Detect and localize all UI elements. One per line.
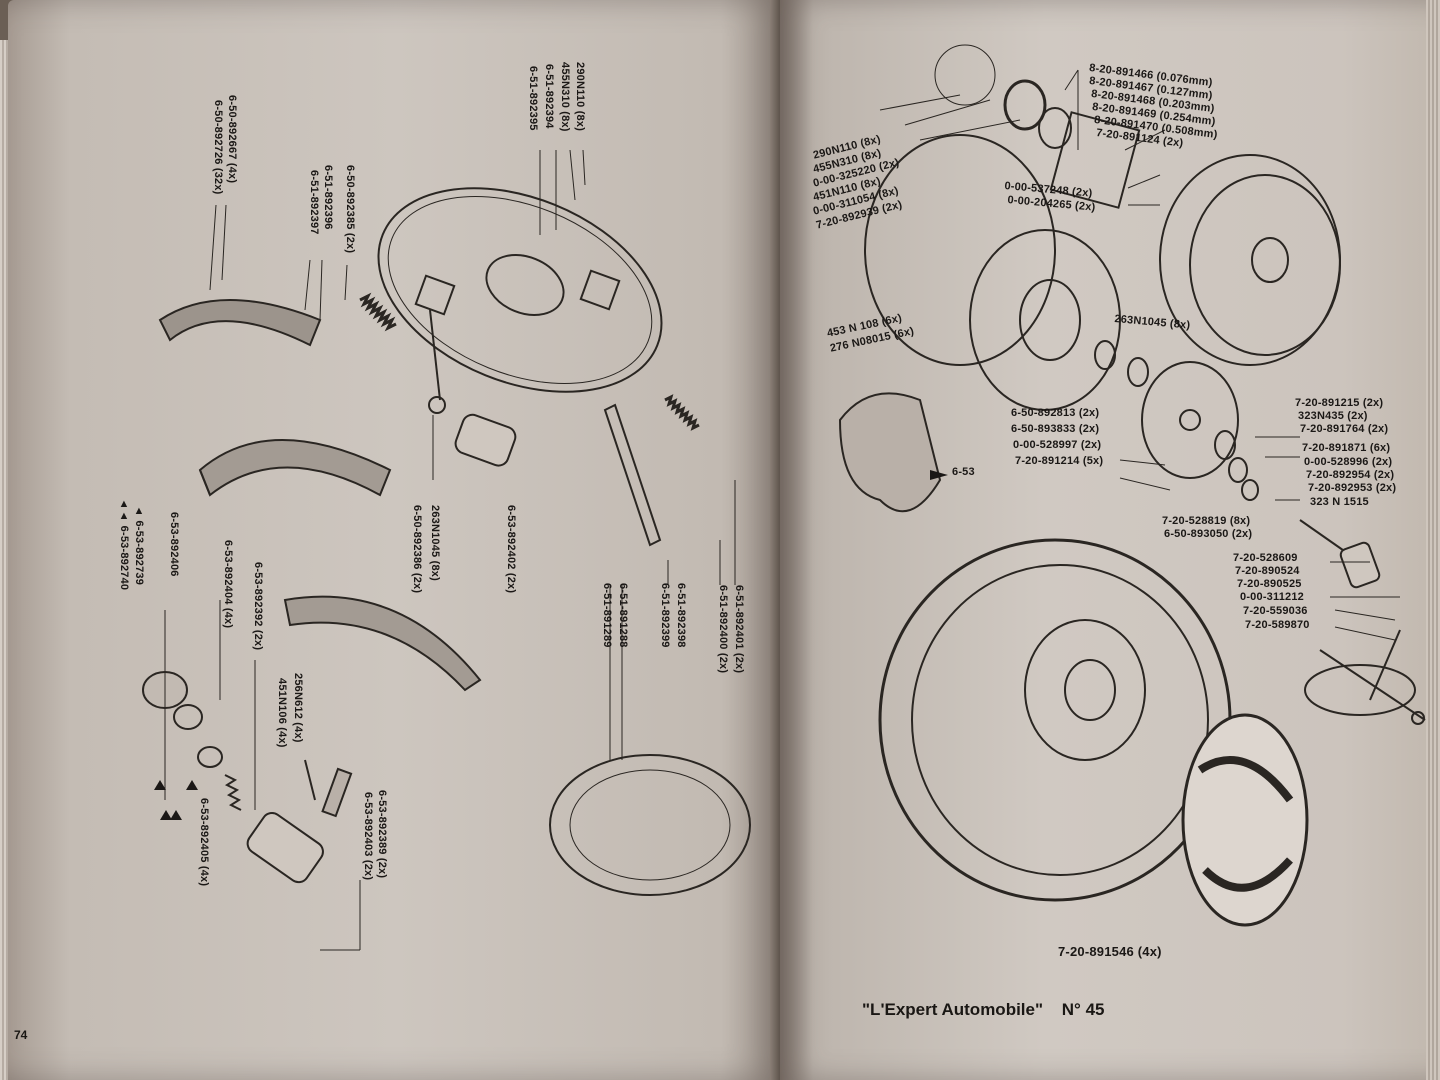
part-label: 7-20-891871 (6x) [1302, 442, 1391, 454]
brake-caliper-drawing [838, 392, 942, 513]
part-label: 6-51-892398 [675, 583, 687, 648]
wheel-cylinder-drawing [454, 413, 517, 467]
part-label: ▲ 6-53-892739 [133, 505, 145, 586]
right-page-edges [1426, 0, 1440, 1080]
part-label: 6-51-892400 (2x) [717, 585, 729, 674]
part-label: 6-50-893050 (2x) [1164, 528, 1253, 540]
part-label: 451N106 (4x) [276, 678, 288, 748]
reference-triangles [154, 780, 198, 820]
part-label: 256N612 (4x) [292, 673, 304, 743]
part-label: 7-20-528609 [1233, 552, 1298, 564]
issue-number: N° 45 [1061, 1000, 1105, 1019]
part-label: 6-50-892385 (2x) [344, 165, 356, 254]
brake-disc-drawing [969, 229, 1121, 411]
return-spring [359, 292, 397, 332]
part-label: 6-53-892392 (2x) [252, 562, 264, 651]
publication-footer: "L'Expert Automobile" N° 45 [862, 1000, 1105, 1020]
part-label: 6-50-892386 (2x) [411, 505, 423, 594]
part-label: 6-51-891289 [601, 583, 613, 648]
part-label: 323N435 (2x) [1298, 410, 1368, 422]
part-label: 6-51-892401 (2x) [733, 585, 745, 674]
part-label: 6-50-892726 (32x) [212, 100, 224, 195]
part-label: 0-00-311212 [1240, 591, 1304, 603]
part-label: 6-51-892395 [527, 66, 539, 131]
wheel-cap-label: 7-20-891546 (4x) [1058, 944, 1162, 959]
part-label: 0-00-528997 (2x) [1013, 439, 1102, 451]
ref-arrow-icon [930, 470, 948, 480]
part-label: 7-20-892953 (2x) [1308, 482, 1397, 494]
part-label: 263N1045 (8x) [429, 505, 441, 581]
part-label: 6-50-892667 (4x) [226, 95, 238, 184]
part-label: 6-51-892397 [308, 170, 320, 235]
page-number: 74 [14, 1028, 28, 1042]
brake-backplate-drawing [377, 187, 663, 393]
tire-drawing [878, 538, 1232, 902]
part-label: 0-00-528996 (2x) [1304, 456, 1393, 468]
caliper-ref: 6-53 [952, 466, 975, 478]
part-label: 6-51-891288 [617, 583, 629, 648]
part-label: 7-20-528819 (8x) [1162, 515, 1251, 527]
part-label: 7-20-891764 (2x) [1300, 423, 1389, 435]
hubcap-drawing [1181, 713, 1309, 927]
part-label: 6-50-893833 (2x) [1011, 423, 1100, 435]
part-label: 6-51-892396 [322, 165, 334, 230]
part-label: 7-20-589870 [1245, 619, 1310, 631]
part-label: 7-20-892954 (2x) [1306, 469, 1395, 481]
part-label: 6-50-892813 (2x) [1011, 407, 1100, 419]
wheel-hub-drawing [1141, 361, 1239, 479]
part-label: 6-53-892404 (4x) [222, 540, 234, 629]
part-label: 6-51-892399 [659, 583, 671, 648]
part-label: 6-53-892389 (2x) [376, 790, 388, 879]
part-label: ▲▲ 6-53-892740 [118, 498, 130, 591]
part-label: 7-20-891215 (2x) [1295, 397, 1384, 409]
part-label: 6-53-892406 [168, 512, 180, 577]
part-label: 6-53-892402 (2x) [505, 505, 517, 594]
publication-title: "L'Expert Automobile" [862, 1000, 1044, 1019]
part-label: 7-20-890525 [1237, 578, 1302, 590]
part-label: 7-20-890524 [1235, 565, 1300, 577]
part-label: 323 N 1515 [1310, 496, 1369, 508]
part-label: 7-20-559036 [1243, 605, 1308, 617]
part-label: 7-20-891214 (5x) [1015, 455, 1104, 467]
part-label: 6-53-892403 (2x) [362, 792, 374, 881]
part-label: 290N110 (8x) [574, 62, 586, 132]
part-label: 455N310 (8x) [559, 62, 571, 132]
part-label: 6-53-892405 (4x) [198, 798, 210, 887]
left-page [8, 0, 783, 1080]
part-label: 6-51-892394 [543, 64, 555, 129]
brake-shoe-upper [158, 299, 322, 347]
dust-shield-drawing [864, 134, 1056, 366]
